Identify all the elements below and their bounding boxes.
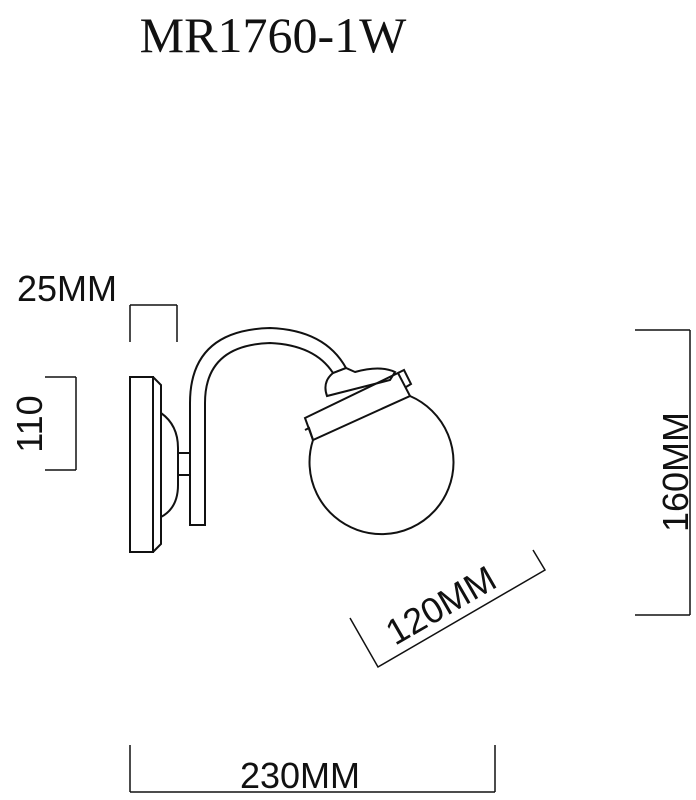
holder-cap [324,366,397,398]
plate-dome [160,412,179,518]
dimension-total-width: 230MM [129,745,496,796]
dimension-total-height-label: 160MM [655,412,696,532]
stem [178,452,190,476]
globe-holder [303,371,412,442]
dimension-total-width-label: 230MM [240,755,360,796]
glass-globe [308,395,455,536]
dimension-depth: 25MM [17,268,178,342]
dimension-plate-height: 110 [9,376,77,471]
back-plate [129,376,154,553]
model-title: MR1760-1W [140,7,407,63]
wall-lamp-illustration [129,326,455,553]
plate-bevel [152,376,162,553]
curved-arm [189,326,348,526]
dimension-depth-label: 25MM [17,268,117,309]
dimension-plate-height-label: 110 [9,395,50,452]
holder-screws [304,368,413,441]
dimension-globe-diameter: 120MM [349,549,547,669]
dimension-total-height: 160MM [635,329,696,616]
